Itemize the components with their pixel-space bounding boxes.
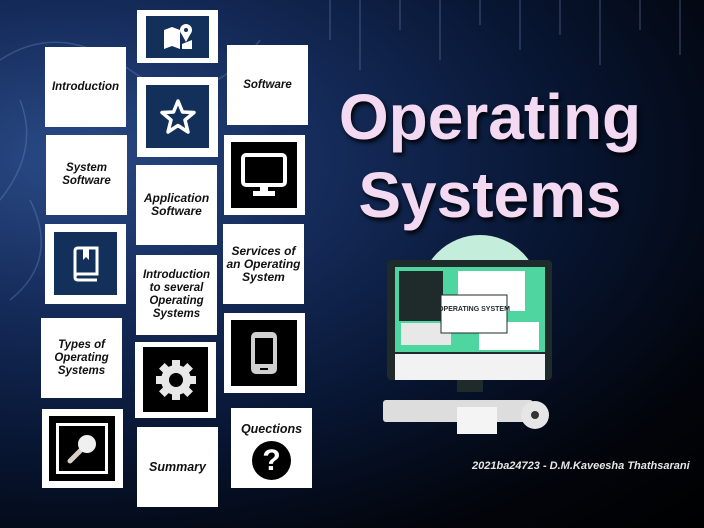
tile-label: Application Software [143, 191, 210, 218]
tile-phone[interactable] [224, 313, 305, 393]
tile-label: Types of Operating Systems [54, 338, 109, 377]
illustration-label: OPERATING SYSTEM [438, 306, 510, 313]
tile-book[interactable] [45, 224, 126, 304]
tile-label: Software [243, 78, 292, 91]
tile-summary[interactable]: Summary [137, 427, 218, 507]
author-credit: 2021ba24723 - D.M.Kaveesha Thathsarani [472, 460, 690, 472]
tile-label: Introduction [51, 80, 120, 93]
magnifier-icon [49, 416, 115, 481]
tile-system-software[interactable]: System Software [46, 135, 127, 215]
tile-label: Services of an Operating System [226, 243, 301, 284]
tile-label: Quections [240, 422, 303, 436]
book-icon [54, 232, 117, 295]
tile-magnifier[interactable] [42, 409, 123, 488]
phone-icon [231, 320, 297, 386]
tile-questions[interactable]: Quections ? [231, 408, 312, 488]
slide-title-line1: Operating [338, 81, 642, 153]
tile-map[interactable] [137, 10, 218, 63]
tile-monitor[interactable] [224, 135, 305, 215]
tile-introduction[interactable]: Introduction [45, 47, 126, 127]
tile-star[interactable] [137, 77, 218, 157]
star-icon [146, 85, 209, 148]
tile-types[interactable]: Types of Operating Systems [41, 318, 122, 398]
tile-label: System Software [62, 162, 111, 187]
tile-application-software[interactable]: Application Software [136, 165, 217, 245]
question-icon: ? [252, 441, 291, 480]
tile-label: Introduction to several Operating System… [142, 269, 211, 320]
computer-illustration: OPERATING SYSTEM [383, 235, 552, 434]
tile-gear[interactable] [135, 342, 216, 418]
monitor-icon [231, 142, 297, 208]
tile-label: Summary [149, 459, 206, 474]
tile-intro-several[interactable]: Introduction to several Operating System… [136, 255, 217, 335]
slide-title-line2: Systems [358, 159, 622, 231]
gear-icon [143, 347, 208, 412]
tile-software[interactable]: Software [227, 45, 308, 125]
tile-services[interactable]: Services of an Operating System [223, 224, 304, 304]
map-icon [146, 16, 209, 58]
